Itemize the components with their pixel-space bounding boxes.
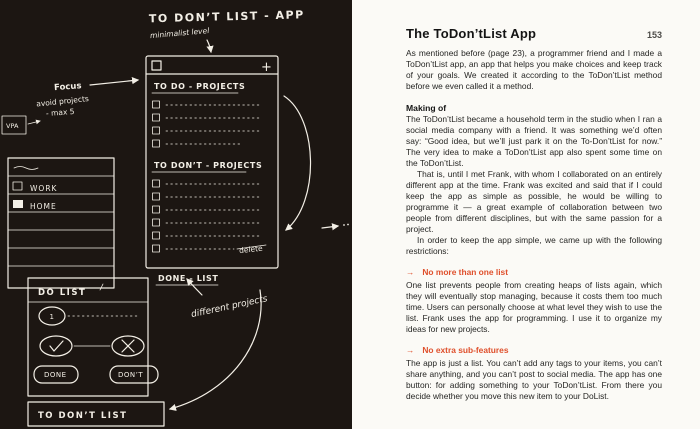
making-of-paragraph-3: In order to keep the app simple, we came… [406, 235, 662, 256]
making-of-paragraph-2: That is, until I met Frank, with whom I … [406, 169, 662, 234]
dot [347, 223, 349, 226]
loop-arrow [283, 95, 312, 231]
checkbox-icon [152, 244, 160, 253]
making-of-paragraph-1: The ToDon’tList became a household term … [406, 114, 662, 168]
do-list-frame [27, 277, 149, 397]
do-list-label: DO LIST [38, 288, 86, 298]
flow-arrow [168, 289, 262, 411]
add-icon: + [261, 60, 272, 75]
strike-line [236, 244, 267, 250]
todont-list-label: TO DON’T LIST [38, 411, 127, 421]
checkbox-icon [152, 100, 160, 109]
arrow-to-phone [206, 39, 214, 54]
phone-frame [145, 55, 279, 269]
menu-icon [151, 60, 162, 71]
checkbox-icon [152, 205, 160, 214]
restriction-body-2: The app is just a list. You can’t add an… [406, 358, 662, 401]
page-number: 153 [646, 30, 662, 40]
restriction-heading-2-label: No extra sub-features [422, 345, 509, 355]
todont-projects-label: TO DON’T - PROJECTS [154, 161, 262, 170]
making-of-heading: Making of [406, 103, 447, 113]
arrow-icon: → [406, 345, 415, 355]
left-page-sketch: TO DON’T LIST - APP minimalist level + T… [0, 0, 352, 429]
tick-mark [99, 283, 104, 291]
side-arrow [321, 223, 340, 231]
avoid-projects-note: avoid projects [36, 94, 90, 108]
checkbox-icon [152, 231, 160, 240]
dot [343, 224, 345, 226]
sketch-canvas: TO DON’T LIST - APP minimalist level + T… [1, 8, 349, 427]
restriction-heading-1: → No more than one list [406, 267, 662, 278]
corner-arrow [27, 119, 41, 125]
sketch-subtitle: minimalist level [150, 26, 211, 40]
corner-box [1, 115, 27, 135]
restriction-heading-1-label: No more than one list [422, 267, 508, 277]
restriction-heading-2: → No extra sub-features [406, 345, 662, 356]
accept-button-sketch [39, 335, 73, 357]
max5-note: - max 5 [46, 107, 75, 118]
reject-button-sketch [111, 335, 145, 357]
sketch-title: TO DON’T LIST - APP [149, 8, 305, 25]
checkbox-icon [152, 218, 160, 227]
arrow-icon: → [406, 267, 415, 277]
x-icon [121, 339, 135, 353]
checkbox-icon [152, 126, 160, 135]
home-icon [13, 200, 23, 208]
done-list-note: DONE - LIST [158, 274, 218, 283]
restriction-body-1: One list prevents people from creating h… [406, 280, 662, 334]
checkbox-icon [152, 113, 160, 122]
check-icon [49, 340, 64, 352]
scribble [13, 166, 39, 170]
note-arrow [186, 278, 203, 296]
sidebar-item-work: WORK [30, 184, 58, 193]
checkbox-icon [152, 179, 160, 188]
work-icon [12, 181, 23, 191]
different-projects-note: different projects [190, 294, 268, 320]
page-title: The ToDon’tList App [406, 26, 537, 41]
checkbox-icon [152, 139, 160, 148]
dont-pill-label: DON’T [118, 371, 143, 379]
focus-arrow [89, 77, 140, 86]
todo-projects-label: TO DO - PROJECTS [154, 82, 245, 91]
focus-note: Focus [54, 81, 82, 93]
item-number: 1 [50, 313, 55, 321]
todont-list-rows [152, 179, 263, 253]
todont-list-box [27, 401, 165, 427]
sidebar-item-home: HOME [30, 202, 57, 211]
done-pill [33, 365, 79, 384]
checkbox-icon [152, 192, 160, 201]
intro-paragraph: As mentioned before (page 23), a program… [406, 48, 662, 91]
right-page: The ToDon’tList App 153 As mentioned bef… [352, 0, 700, 429]
done-pill-label: DONE [44, 371, 67, 379]
dont-pill [109, 365, 159, 384]
delete-note: delete [239, 244, 264, 255]
sidebar-frame [7, 157, 115, 289]
page-header: The ToDon’tList App 153 [406, 26, 662, 41]
corner-box-label: VPA [6, 122, 19, 130]
item-number-badge [38, 306, 66, 326]
todo-list-rows [152, 100, 263, 148]
